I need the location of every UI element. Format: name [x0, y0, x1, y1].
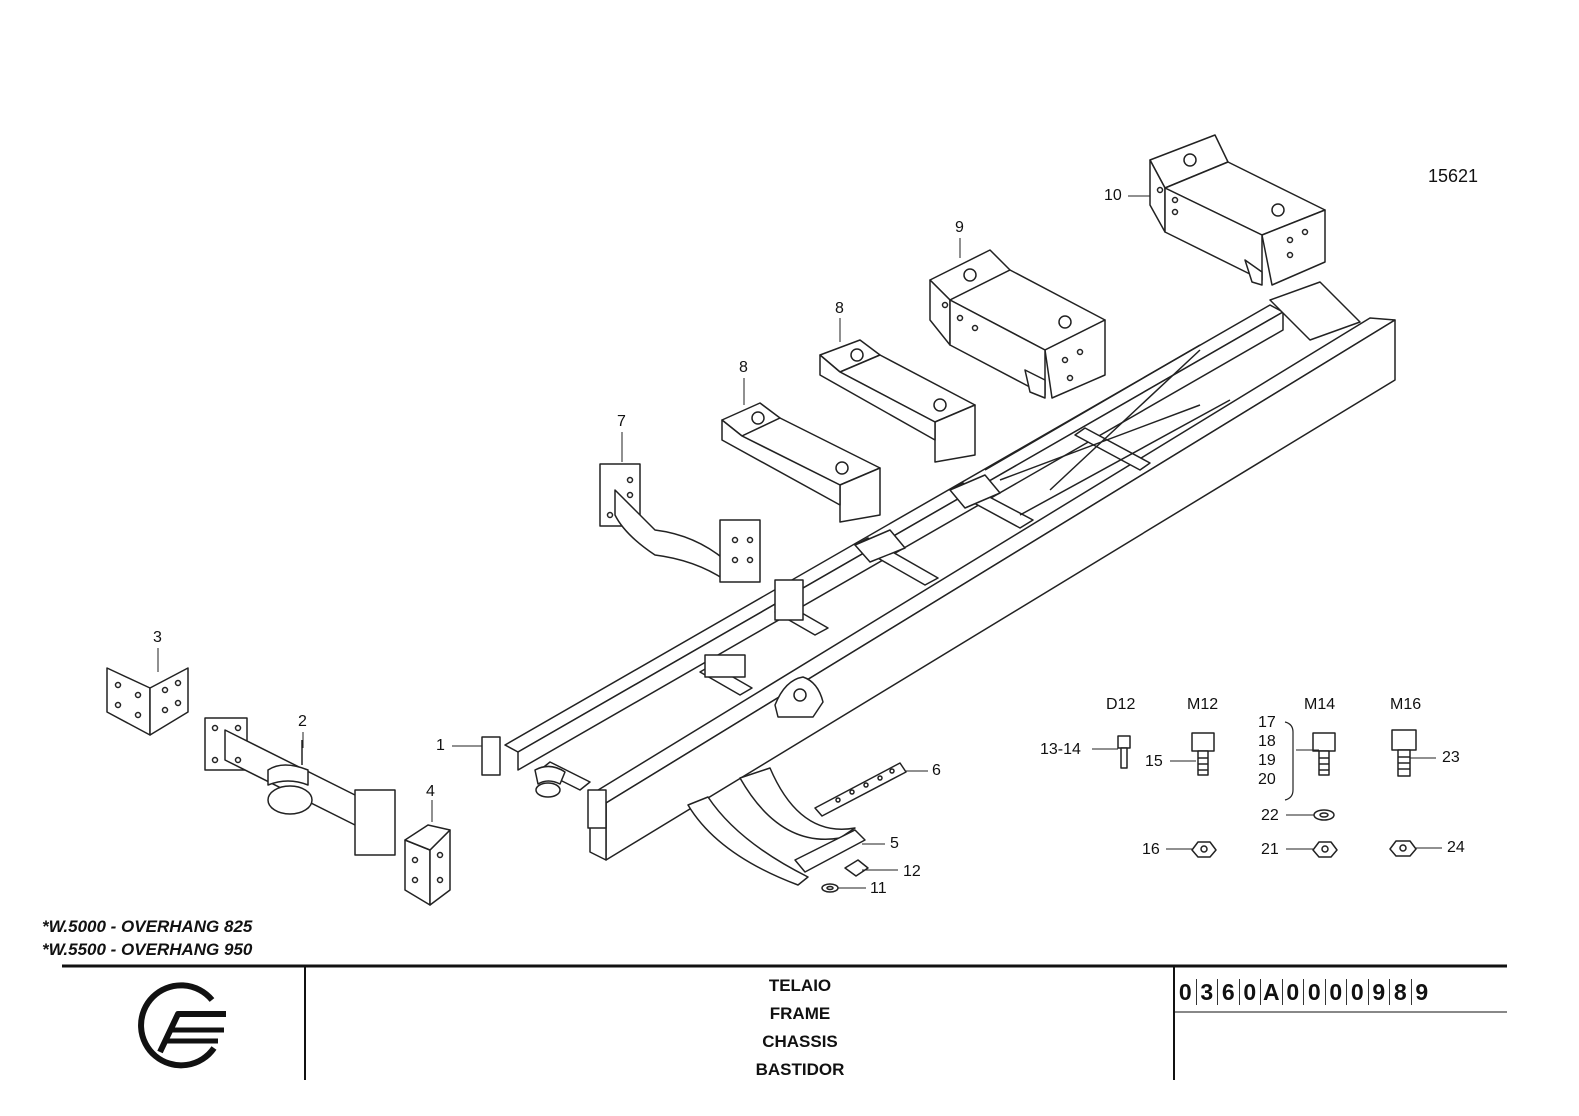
- callout-8-upper: 8: [835, 300, 844, 317]
- title-block: [62, 964, 1507, 1080]
- callout-16: 16: [1142, 841, 1160, 858]
- tow-bar-part-2: [204, 717, 396, 856]
- thread-size-d12: D12: [1106, 696, 1136, 713]
- leader-lines: [157, 195, 1442, 889]
- callout-9: 9: [955, 219, 964, 236]
- crossmember-part-9: [929, 249, 1106, 399]
- thread-size-m14: M14: [1304, 696, 1336, 713]
- part-code-digit: 0: [1303, 979, 1325, 1005]
- nut-21: [1312, 841, 1338, 858]
- plate-part-6: [814, 762, 907, 817]
- callout-17: 17: [1258, 714, 1276, 731]
- part-code-digit: 9: [1367, 979, 1390, 1005]
- callout-4: 4: [426, 783, 435, 800]
- callout-23: 23: [1442, 749, 1460, 766]
- crossmember-part-8-lower: [721, 402, 881, 523]
- callout-6: 6: [932, 762, 941, 779]
- bolt-23-m16: [1391, 729, 1417, 777]
- bracket-brace-17-20: [1284, 721, 1294, 801]
- thread-size-m12: M12: [1187, 696, 1219, 713]
- part-code-digit: 0: [1178, 979, 1192, 1005]
- part-code-digit: 0: [1324, 979, 1347, 1005]
- callout-13-14: 13-14: [1040, 741, 1081, 758]
- callout-18: 18: [1258, 733, 1276, 750]
- callout-12: 12: [903, 863, 921, 880]
- plate-part-12: [844, 859, 869, 877]
- callout-3: 3: [153, 629, 162, 646]
- nut-24: [1389, 840, 1417, 857]
- part-code-digit: 0: [1238, 979, 1261, 1005]
- callout-20: 20: [1258, 771, 1276, 788]
- drawing-number: 15621: [1428, 166, 1479, 186]
- washer-part-11: [821, 883, 839, 893]
- title-es: BASTIDOR: [755, 1060, 845, 1079]
- part-code: 0 3 6 0 A 0 0 0 0 9 8 9: [1175, 979, 1432, 1005]
- callout-11: 11: [870, 880, 887, 897]
- nut-16: [1191, 841, 1217, 858]
- crossmember-part-10: [1149, 134, 1326, 286]
- part-code-digit: A: [1260, 979, 1282, 1005]
- bolt-15-m12: [1191, 732, 1215, 776]
- thread-size-m16: M16: [1390, 696, 1422, 713]
- overhang-note-1: *W.5000 - OVERHANG 825: [42, 917, 253, 936]
- callout-24: 24: [1447, 839, 1465, 856]
- callout-21: 21: [1261, 841, 1279, 858]
- part-code-digit: 6: [1217, 979, 1239, 1005]
- part-code-digit: 3: [1195, 979, 1218, 1005]
- callout-2: 2: [298, 713, 307, 730]
- title-fr: CHASSIS: [762, 1032, 838, 1051]
- bracket-part-5: [687, 767, 866, 886]
- main-frame-part-1: [481, 281, 1396, 861]
- bolt-13-14: [1117, 735, 1131, 769]
- callout-19: 19: [1258, 752, 1276, 769]
- part-code-digit: 8: [1389, 979, 1411, 1005]
- part-code-digit: 0: [1346, 979, 1368, 1005]
- bracket-part-7: [599, 463, 761, 583]
- part-code-digit: 9: [1410, 979, 1433, 1005]
- callout-22: 22: [1261, 807, 1279, 824]
- overhang-note-2: *W.5500 - OVERHANG 950: [42, 940, 253, 959]
- callout-15: 15: [1145, 753, 1163, 770]
- callout-10: 10: [1104, 187, 1122, 204]
- callout-7: 7: [617, 413, 626, 430]
- callout-5: 5: [890, 835, 899, 852]
- bracket-part-3: [106, 667, 189, 736]
- title-en: FRAME: [769, 1004, 831, 1023]
- company-logo: [138, 982, 226, 1069]
- bolt-17-20-m14: [1312, 732, 1336, 776]
- callout-8-lower: 8: [739, 359, 748, 376]
- bracket-part-4: [404, 824, 451, 906]
- callout-1: 1: [436, 737, 445, 754]
- title-it: TELAIO: [768, 976, 832, 995]
- washer-22: [1313, 809, 1335, 821]
- crossmember-part-8-upper: [819, 339, 976, 463]
- part-code-digit: 0: [1281, 979, 1304, 1005]
